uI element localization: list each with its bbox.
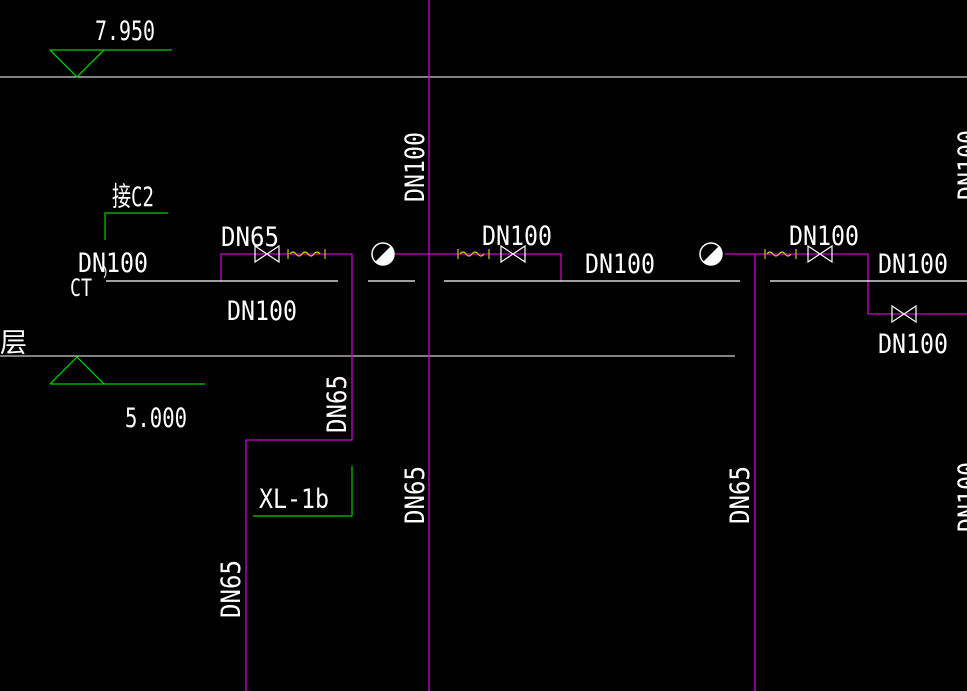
valve-icon: [807, 244, 833, 264]
pipe-label: DN100: [878, 249, 948, 280]
cut-label: CT: [70, 274, 92, 302]
elevation-top-label: 7.950: [95, 16, 155, 47]
valve-icon: [891, 304, 917, 324]
pipe-label: DN100: [789, 221, 859, 252]
pipe-label: DN100: [585, 249, 655, 280]
floor-label: 层: [0, 328, 27, 359]
connect-label: 接C2: [112, 182, 154, 213]
branch-pipe-mid: [395, 253, 562, 281]
pipe-label: DN100: [953, 130, 967, 200]
flex-joint-icon: [287, 249, 326, 259]
meter-icon: [371, 242, 395, 266]
pipe-break-symbol: [103, 265, 107, 279]
pipe-label: DN100: [227, 296, 297, 327]
pipe-label: DN100: [78, 248, 148, 279]
flex-joint-icon: [457, 249, 490, 259]
pipe-label: DN65: [221, 222, 279, 253]
pipe-label: DN65: [400, 466, 431, 524]
pipe-label: DN100: [482, 221, 552, 252]
branch-pipe-left: [220, 253, 353, 691]
pipe-label: DN65: [216, 560, 247, 618]
valve-icon: [254, 244, 280, 264]
meter-icon: [699, 242, 723, 266]
flex-joint-icon: [764, 249, 797, 259]
elevation-bottom-label: 5.000: [125, 403, 187, 434]
elevation-marker-bottom: [49, 356, 205, 385]
riser-leader: [253, 466, 353, 517]
pipe-label: DN65: [725, 466, 756, 524]
connect-leader: [104, 212, 168, 240]
pipe-label: DN100: [400, 132, 431, 202]
pipe-label: DN65: [322, 375, 353, 433]
pipe-label: DN100: [953, 462, 967, 532]
valve-icon: [500, 244, 526, 264]
elevation-marker-top: [49, 49, 172, 78]
pipe-label: DN100: [878, 329, 948, 360]
riser-label: XL-1b: [259, 484, 329, 515]
